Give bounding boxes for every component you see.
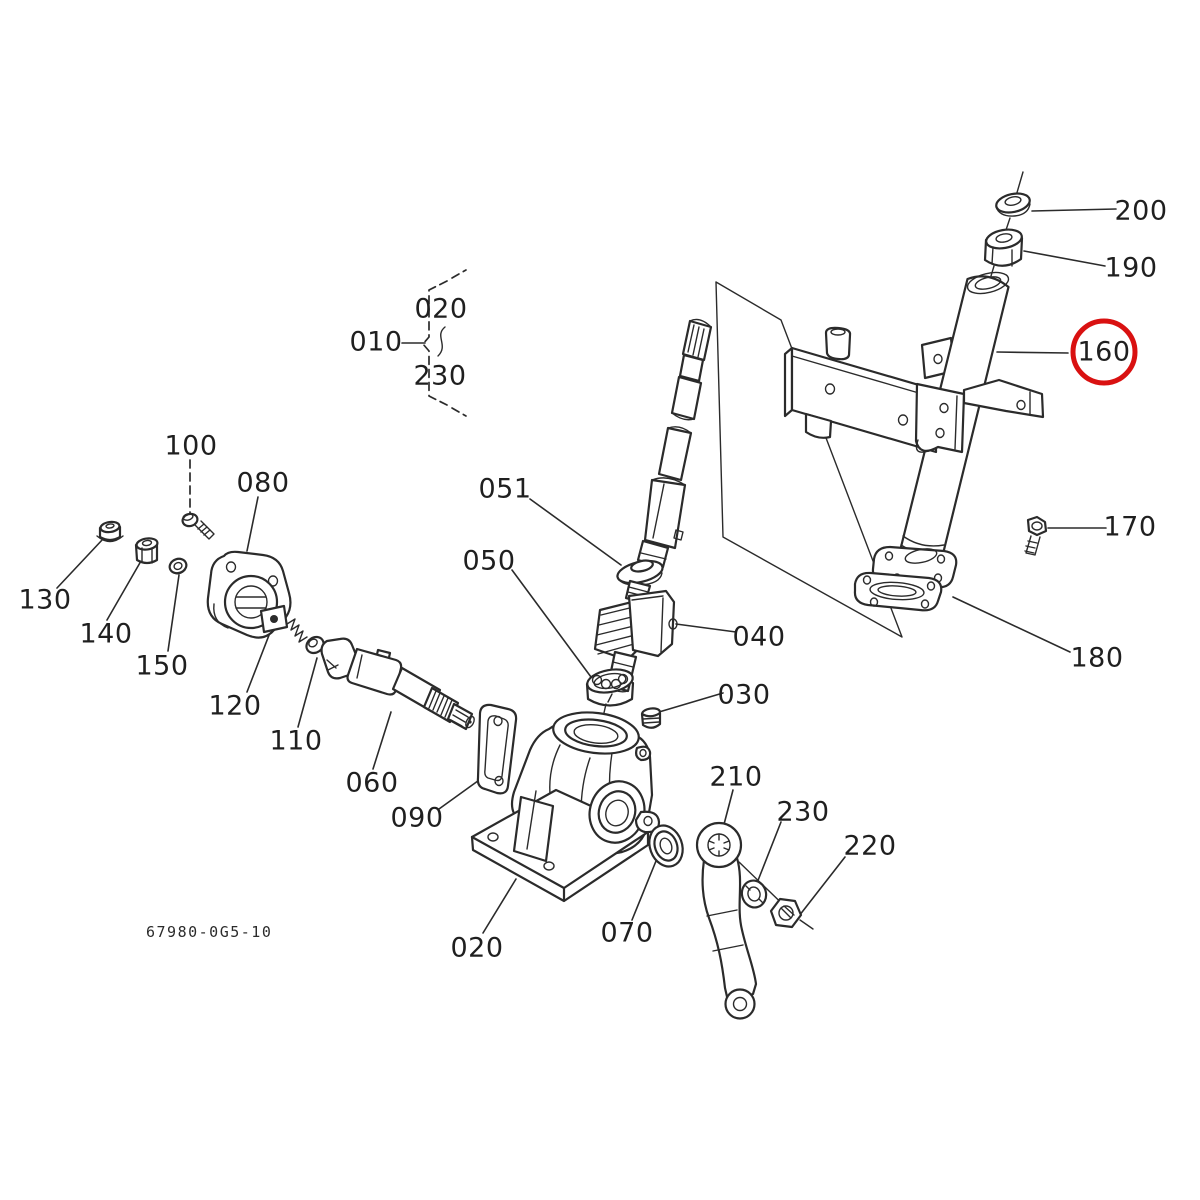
pitman-arm-group xyxy=(648,821,803,1020)
figure-code: 67980-0G5-10 xyxy=(146,923,273,941)
callout-050: 050 xyxy=(462,545,516,577)
washer-150 xyxy=(168,557,188,575)
column-gasket xyxy=(853,571,943,612)
spacer-140 xyxy=(135,537,159,551)
callout-010: 010 xyxy=(349,326,403,358)
callout-100: 100 xyxy=(164,430,218,462)
gearbox-housing-group xyxy=(470,703,662,903)
washer-230 xyxy=(740,879,768,909)
group-range-first: 020 xyxy=(414,293,468,325)
group-range-last: 230 xyxy=(413,360,467,392)
steering-column-group xyxy=(783,171,1048,612)
callout-040: 040 xyxy=(732,621,786,653)
seal-070 xyxy=(648,824,684,868)
pitman-arm xyxy=(701,856,758,1003)
callout-051: 051 xyxy=(478,473,532,505)
callout-170: 170 xyxy=(1103,511,1157,543)
leader-lines xyxy=(56,208,1117,934)
nut-130 xyxy=(99,520,121,534)
callout-030: 030 xyxy=(717,679,771,711)
gear-block xyxy=(627,589,676,658)
column-bracket xyxy=(790,346,938,454)
callout-060: 060 xyxy=(345,767,399,799)
callout-230: 230 xyxy=(776,796,830,828)
bolt-170 xyxy=(1026,515,1048,537)
callout-180: 180 xyxy=(1070,642,1124,674)
callout-080: 080 xyxy=(236,467,290,499)
callout-120: 120 xyxy=(208,690,262,722)
cross-shaft-group xyxy=(96,512,475,731)
backing-panel xyxy=(715,281,903,638)
callout-110: 110 xyxy=(269,725,323,757)
callout-150: 150 xyxy=(135,650,189,682)
steering-shaft-group xyxy=(585,318,713,749)
callout-090: 090 xyxy=(390,802,444,834)
callout-200: 200 xyxy=(1114,195,1168,227)
callout-210: 210 xyxy=(709,761,763,793)
callout-140: 140 xyxy=(79,618,133,650)
callout-220: 220 xyxy=(843,830,897,862)
callout-190: 190 xyxy=(1104,252,1158,284)
highlight-circle xyxy=(1070,318,1138,386)
callout-070: 070 xyxy=(600,917,654,949)
callout-130: 130 xyxy=(18,584,72,616)
callout-020: 020 xyxy=(450,932,504,964)
group-brace xyxy=(401,269,467,417)
callout-160-highlighted: 160 xyxy=(1077,336,1131,368)
